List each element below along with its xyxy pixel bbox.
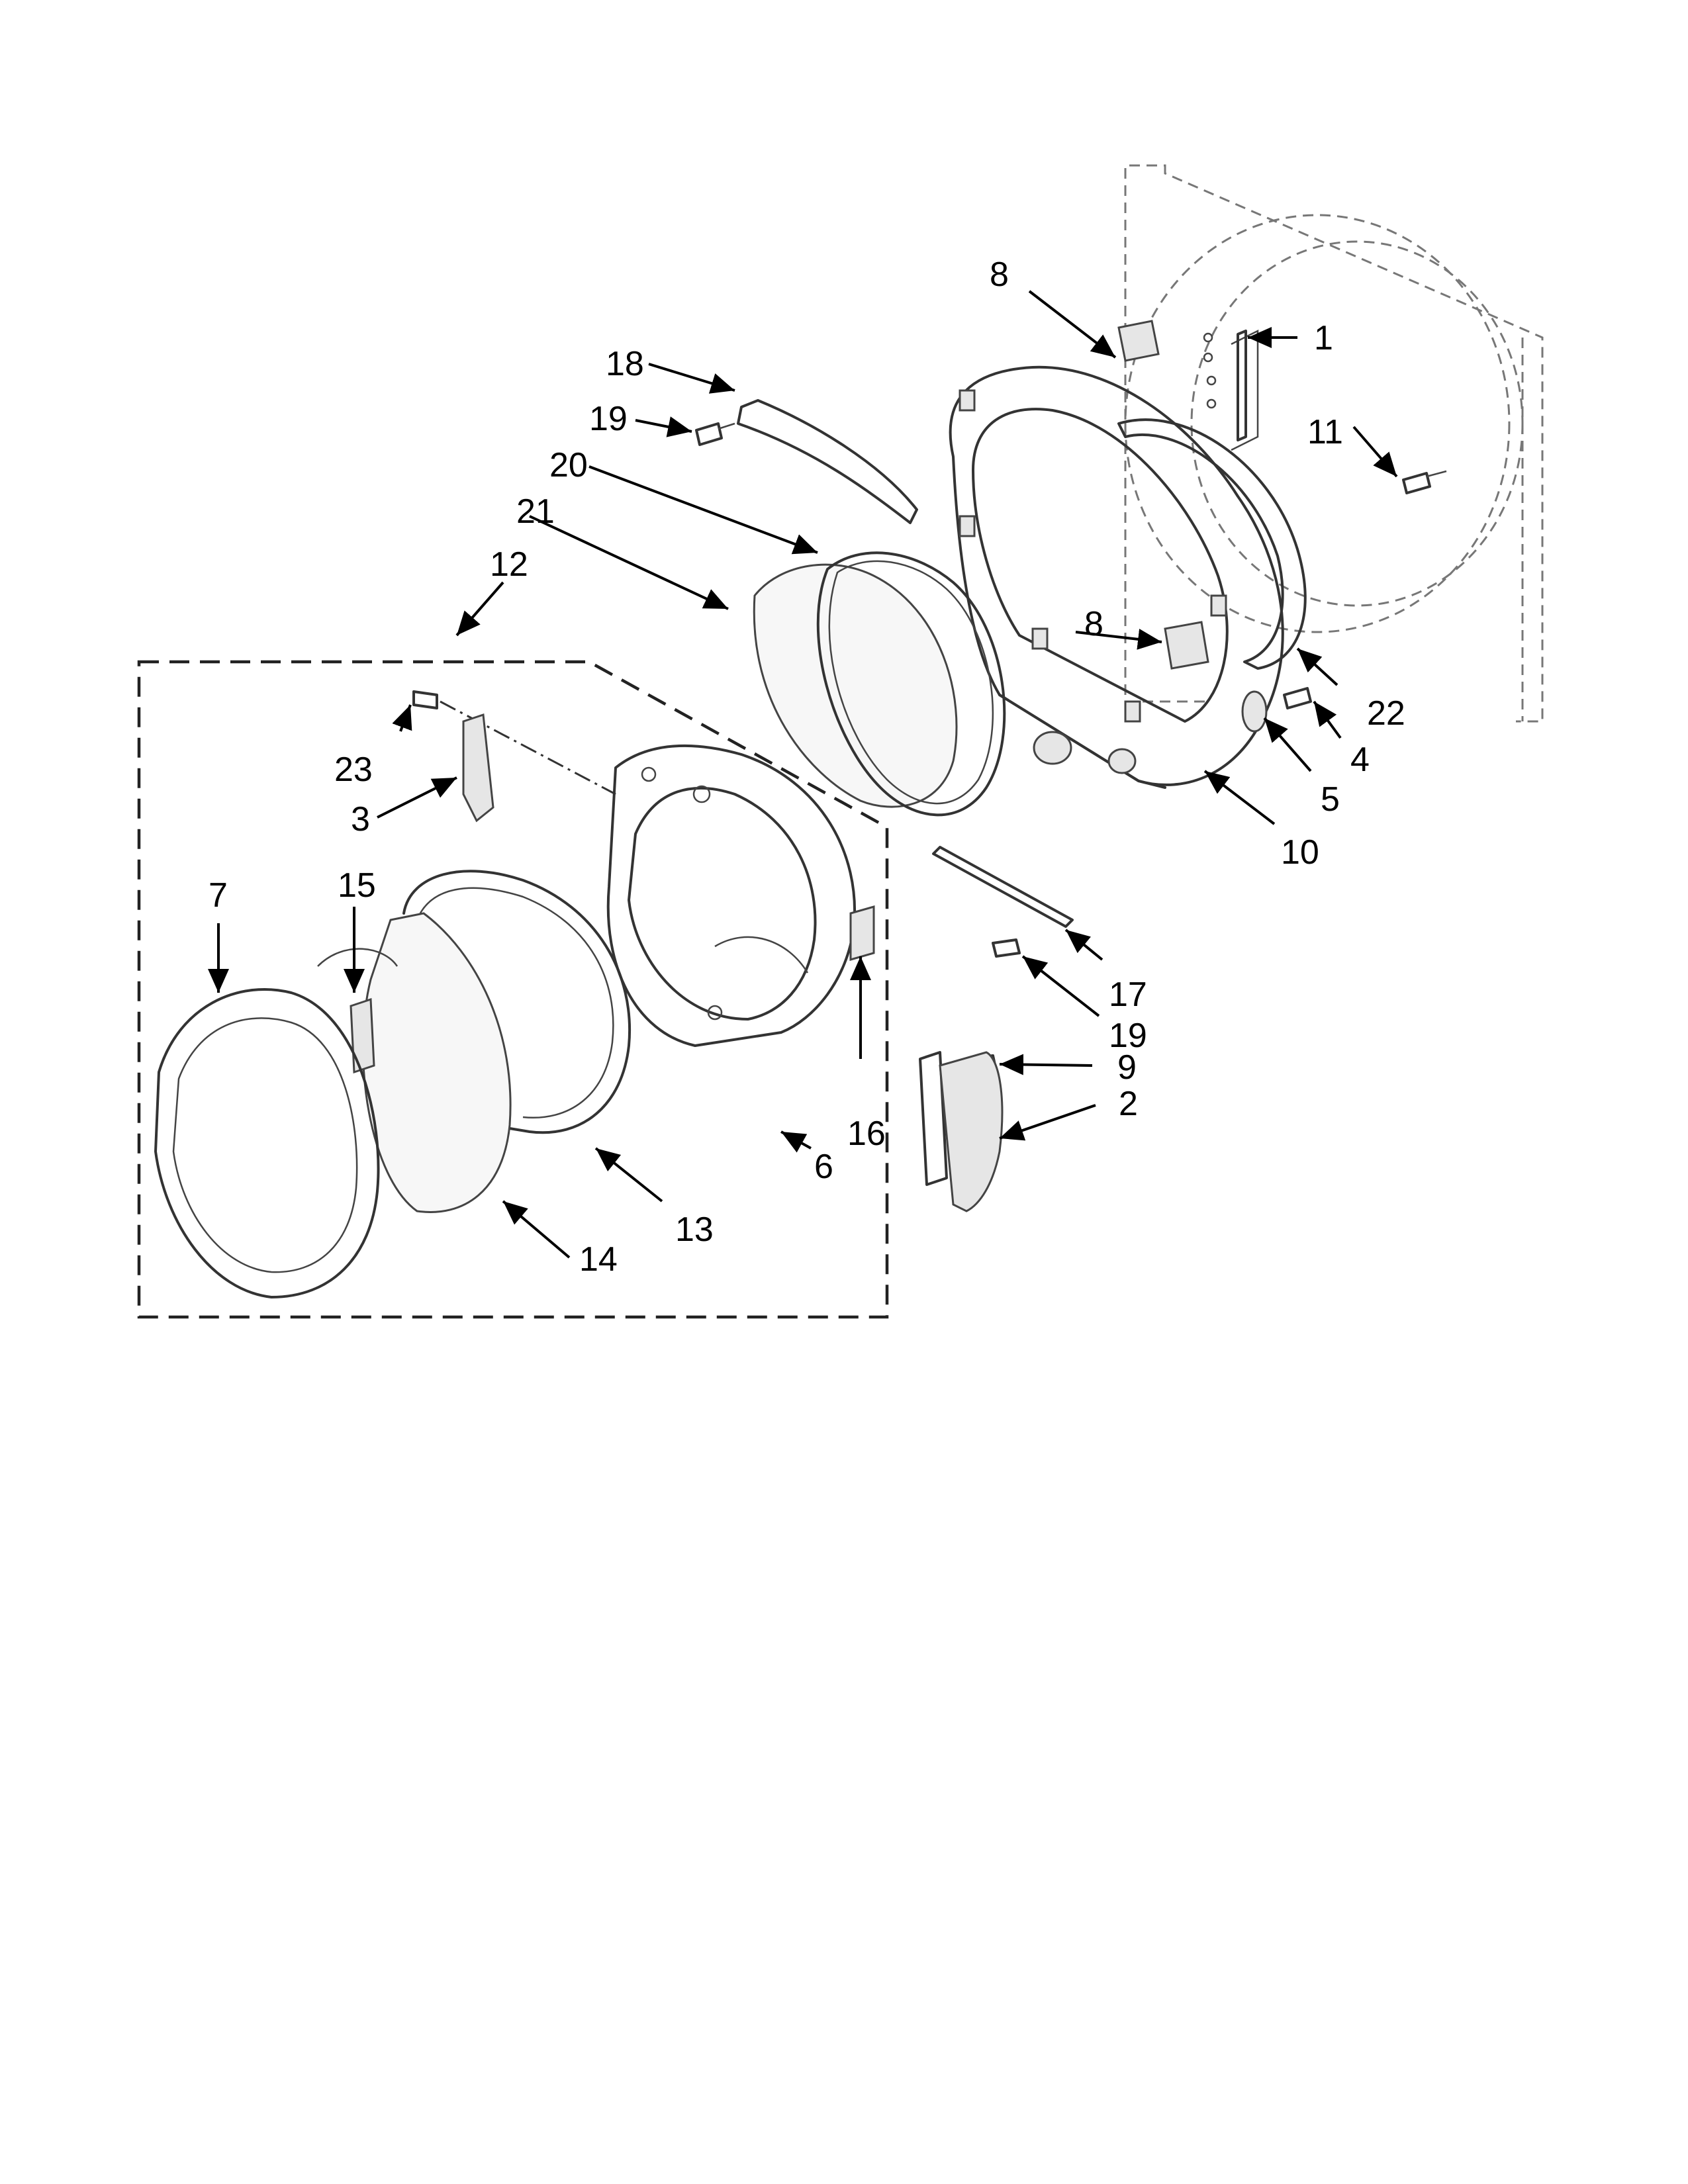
label-8-bottom: 8 xyxy=(1084,605,1103,643)
label-19-top: 19 xyxy=(589,400,628,438)
callout-labels: 1 2 3 4 5 6 7 8 8 9 10 11 12 13 14 15 16… xyxy=(209,255,1405,1279)
label-11: 11 xyxy=(1307,413,1343,451)
label-3: 3 xyxy=(351,800,370,839)
part-23-screw xyxy=(412,690,438,709)
label-2: 2 xyxy=(1119,1085,1138,1123)
part-22-seal xyxy=(1117,418,1307,670)
label-15: 15 xyxy=(338,866,376,905)
group-12-box xyxy=(137,660,889,1319)
label-19-bottom: 19 xyxy=(1109,1017,1147,1055)
part-5-plate xyxy=(1241,690,1268,733)
part-15-trim xyxy=(317,948,399,1074)
part-8-bracket-bottom xyxy=(1164,621,1209,670)
part-8-bracket-top xyxy=(1117,320,1160,362)
label-10: 10 xyxy=(1281,833,1319,872)
label-23: 23 xyxy=(334,751,373,789)
label-14: 14 xyxy=(579,1240,618,1279)
part-11-screw xyxy=(1402,470,1447,494)
part-2-handle xyxy=(919,1051,1004,1212)
part-6-inner-frame xyxy=(606,744,856,1047)
part-19-screw-bottom xyxy=(992,938,1021,958)
label-16: 16 xyxy=(847,1115,886,1153)
label-17: 17 xyxy=(1109,976,1147,1014)
part-20-gasket xyxy=(816,551,1006,817)
part-19-screw-top xyxy=(695,422,735,446)
part-4-screw xyxy=(1283,687,1312,709)
label-7: 7 xyxy=(209,876,228,915)
label-8-top: 8 xyxy=(990,255,1009,294)
part-16-catch xyxy=(849,905,875,961)
centerline xyxy=(440,700,616,796)
part-17-strip xyxy=(932,846,1074,928)
part-13-ring xyxy=(402,870,632,1134)
part-18-hinge-bar xyxy=(737,399,918,524)
label-6: 6 xyxy=(814,1148,833,1186)
label-20: 20 xyxy=(549,446,588,484)
leader-arrows xyxy=(208,290,1398,1259)
part-14-inner-door xyxy=(361,912,512,1213)
label-1: 1 xyxy=(1314,319,1333,357)
part-7-outer-door xyxy=(154,988,380,1298)
label-5: 5 xyxy=(1321,780,1340,819)
label-21: 21 xyxy=(516,492,555,531)
part-10-front-panel xyxy=(949,365,1284,789)
part-3-hinge xyxy=(462,713,494,823)
label-22: 22 xyxy=(1367,694,1405,733)
label-4: 4 xyxy=(1350,741,1370,779)
label-13: 13 xyxy=(675,1210,714,1249)
label-12: 12 xyxy=(490,545,528,584)
label-18: 18 xyxy=(606,345,644,383)
label-9: 9 xyxy=(1117,1048,1137,1087)
part-1-switch xyxy=(1203,330,1247,441)
